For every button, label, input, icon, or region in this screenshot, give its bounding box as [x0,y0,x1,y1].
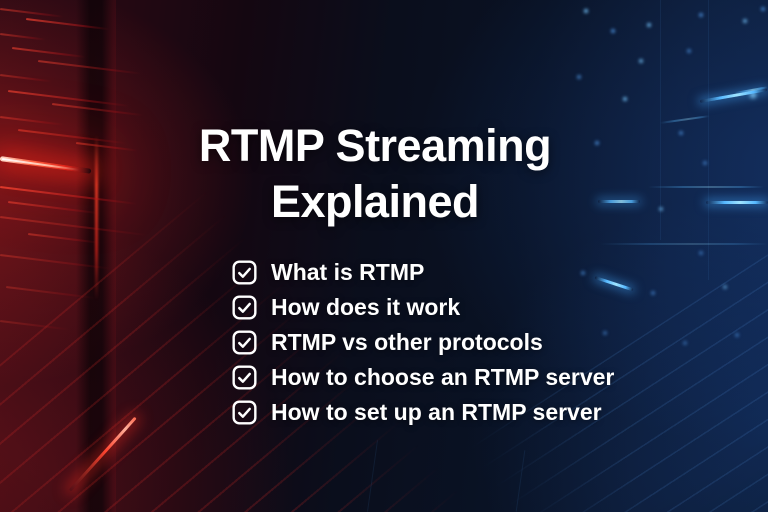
list-item: How does it work [232,293,614,320]
list-item-label: What is RTMP [271,258,425,285]
list-item: RTMP vs other protocols [232,328,614,355]
checkbox-checked-icon [232,364,257,390]
checkbox-checked-icon [232,259,257,285]
title-line-1: RTMP Streaming [198,120,552,171]
list-item-label: How to choose an RTMP server [271,363,615,390]
list-item: What is RTMP [232,258,614,285]
checkbox-checked-icon [232,399,257,425]
topic-checklist: What is RTMP How does it work RTMP vs ot… [232,258,615,435]
list-item-label: RTMP vs other protocols [271,328,543,355]
checkbox-checked-icon [232,329,257,355]
page-title: RTMP Streaming Explained [0,118,759,230]
checkbox-checked-icon [232,294,257,320]
title-line-2: Explained [270,176,480,227]
list-item-label: How to set up an RTMP server [271,398,602,425]
list-item: How to set up an RTMP server [232,398,614,425]
list-item-label: How does it work [271,293,461,320]
list-item: How to choose an RTMP server [232,363,615,390]
